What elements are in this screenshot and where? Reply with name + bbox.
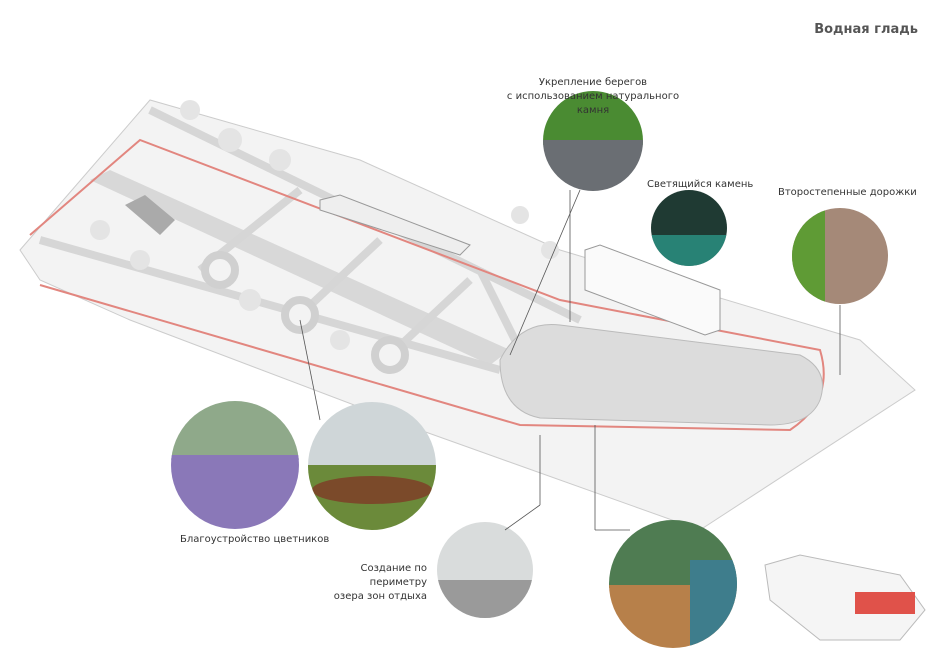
page-title: Водная гладь — [814, 22, 918, 37]
callout-shore-line2: с использованием натурального камня — [506, 91, 680, 116]
leader-lines — [299, 189, 841, 531]
photo-secondary-paths — [792, 208, 888, 304]
minimap-highlight — [855, 592, 915, 614]
callout-glowing-stone: Светящийся камень — [647, 179, 754, 190]
lake — [499, 323, 823, 426]
callout-rest-zones: Создание по периметру озера зон отдыха — [312, 562, 427, 604]
pavilion — [319, 194, 471, 256]
main-alley — [90, 170, 510, 365]
callout-secondary-paths: Второстепенные дорожки — [778, 187, 917, 198]
minimap — [764, 554, 926, 641]
callout-shore: Укрепление берегов с использованием нату… — [498, 76, 688, 118]
photo-waterfront-deck — [609, 520, 737, 648]
callout-rest-line1: Создание по периметру — [360, 563, 427, 588]
amphitheatre — [125, 195, 175, 235]
callout-shore-line1: Укрепление берегов — [538, 77, 648, 88]
callout-rest-line2: озера зон отдыха — [333, 591, 427, 602]
callout-flower-beds: Благоустройство цветников — [180, 534, 330, 545]
building — [584, 244, 721, 336]
photo-glowing-stone — [651, 190, 727, 266]
photo-flower-beds — [171, 401, 299, 529]
trees — [90, 100, 559, 350]
roundabouts — [201, 251, 409, 374]
site-ground — [19, 99, 916, 531]
photo-rest-zones — [437, 522, 533, 618]
